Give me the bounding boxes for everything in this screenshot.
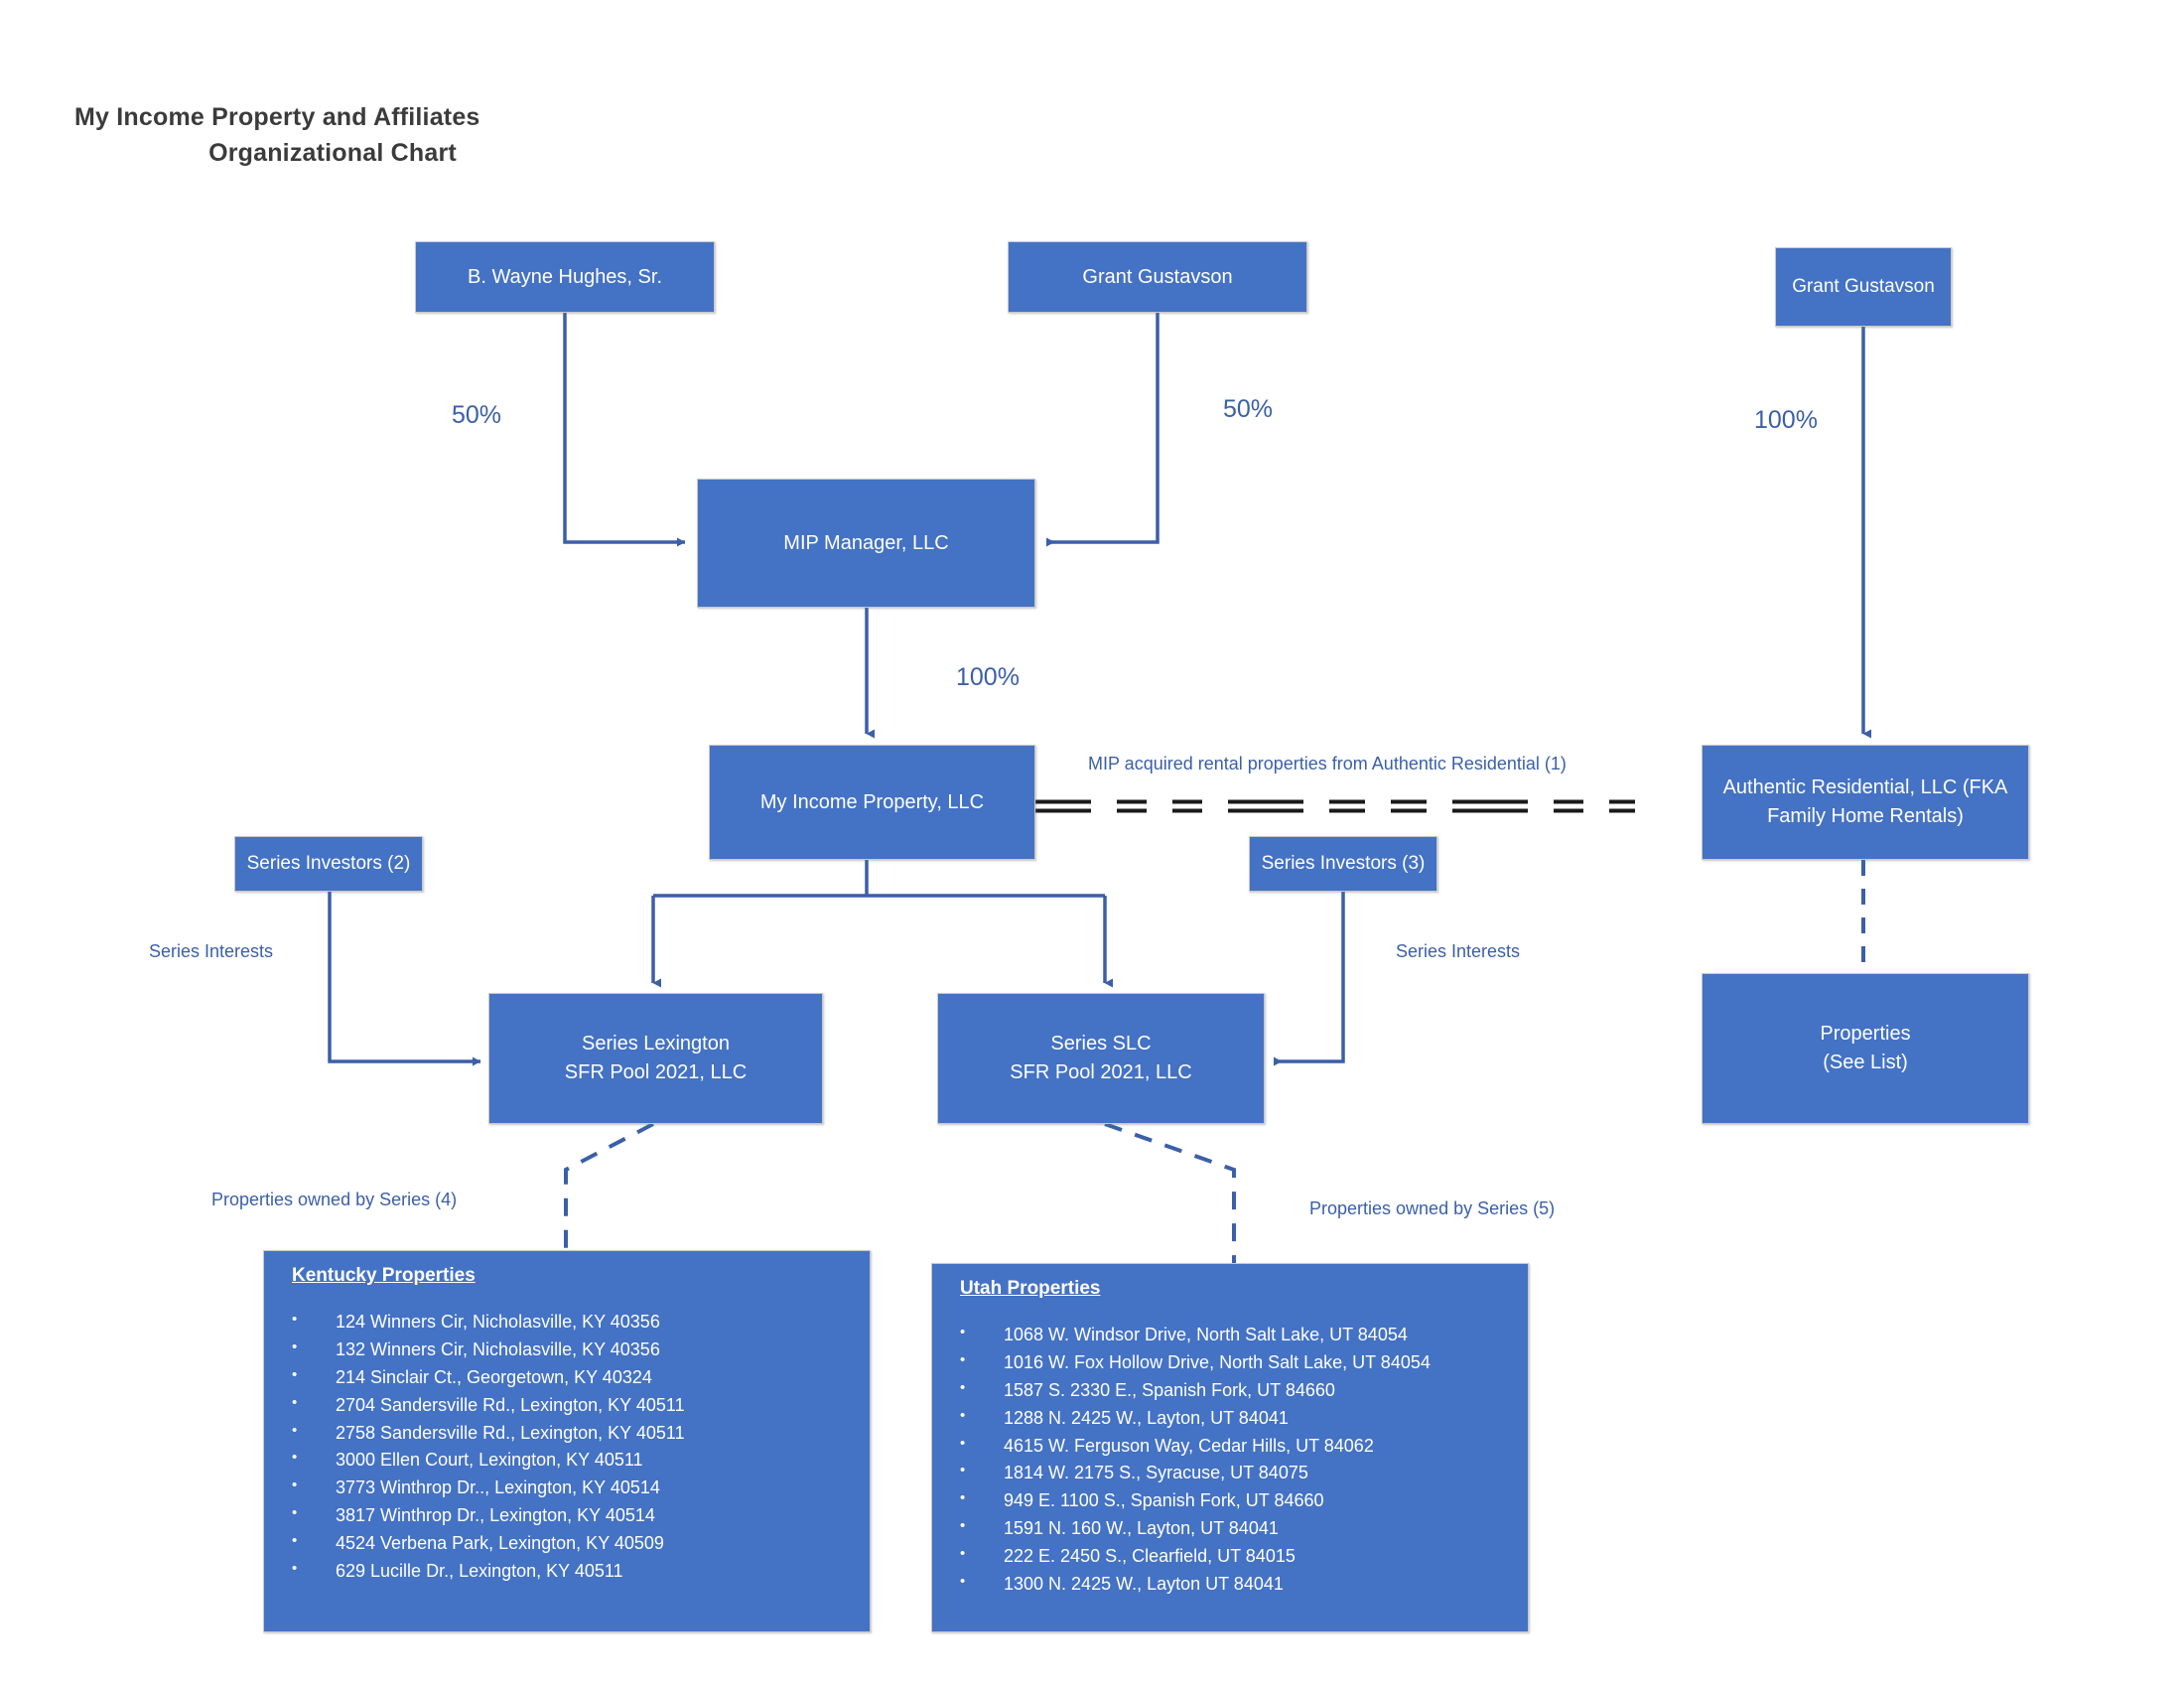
edge-label-100-percent-right: 100% <box>1754 406 1818 434</box>
node-label-line-2: Family Home Rentals) <box>1767 805 1964 827</box>
node-label-line-1: Properties <box>1820 1023 1911 1045</box>
node-label-line-1: Series SLC <box>1050 1033 1152 1055</box>
page-title-line-2: Organizational Chart <box>208 139 457 168</box>
node-properties-see-list[interactable]: Properties (See List) <box>1702 973 2029 1124</box>
list-item: 1587 S. 2330 E., Spanish Fork, UT 84660 <box>946 1376 1518 1405</box>
edge-label-series-interests-right: Series Interests <box>1396 941 1521 961</box>
edge-investors2-to-series-lexington <box>328 892 481 1066</box>
edge-gustavson-to-mip-manager <box>1046 312 1160 547</box>
node-label: My Income Property, LLC <box>759 790 985 813</box>
list-item: 3773 Winthrop Dr.., Lexington, KY 40514 <box>278 1474 860 1502</box>
list-item: 132 Winners Cir, Nicholasville, KY 40356 <box>278 1336 860 1364</box>
node-grant-gustavson-left[interactable]: Grant Gustavson <box>1008 241 1307 313</box>
list-item: 124 Winners Cir, Nicholasville, KY 40356 <box>278 1308 860 1336</box>
node-label-line-2: SFR Pool 2021, LLC <box>1010 1061 1192 1083</box>
panel-heading: Utah Properties <box>960 1278 1101 1299</box>
node-label-line-2: (See List) <box>1823 1052 1908 1073</box>
list-item: 1300 N. 2425 W., Layton UT 84041 <box>946 1570 1518 1599</box>
edge-series-lexington-to-kentucky-list <box>564 1122 654 1261</box>
list-item: 4615 W. Ferguson Way, Cedar Hills, UT 84… <box>946 1432 1518 1461</box>
node-series-investors-2[interactable]: Series Investors (2) <box>234 836 423 892</box>
node-label: B. Wayne Hughes, Sr. <box>467 265 662 288</box>
node-b-wayne-hughes-sr[interactable]: B. Wayne Hughes, Sr. <box>415 241 715 313</box>
list-item: 2704 Sandersville Rd., Lexington, KY 405… <box>278 1391 860 1420</box>
node-mip-manager-llc[interactable]: MIP Manager, LLC <box>697 479 1035 608</box>
edge-label-properties-owned-by-series-4: Properties owned by Series (4) <box>211 1190 458 1209</box>
page-title-line-1: My Income Property and Affiliates <box>74 103 480 131</box>
edge-label-100-percent-center: 100% <box>956 663 1020 691</box>
panel-heading: Kentucky Properties <box>292 1265 476 1286</box>
node-label-line-1: Authentic Residential, LLC (FKA <box>1722 776 2008 798</box>
edge-hughes-to-mip-manager <box>563 312 686 547</box>
node-label-line-2: SFR Pool 2021, LLC <box>564 1061 748 1083</box>
list-item: 214 Sinclair Ct., Georgetown, KY 40324 <box>278 1363 860 1392</box>
node-label: Grant Gustavson <box>1082 265 1233 288</box>
node-label: Series Investors (3) <box>1261 853 1426 875</box>
list-item: 1288 N. 2425 W., Layton, UT 84041 <box>946 1404 1518 1433</box>
edge-investors3-to-series-slc <box>1274 892 1345 1066</box>
list-item: 1068 W. Windsor Drive, North Salt Lake, … <box>946 1321 1518 1349</box>
node-series-investors-3[interactable]: Series Investors (3) <box>1249 836 1437 892</box>
list-item: 4524 Verbena Park, Lexington, KY 40509 <box>278 1529 860 1558</box>
node-authentic-residential-llc[interactable]: Authentic Residential, LLC (FKA Family H… <box>1702 745 2029 860</box>
list-item: 629 Lucille Dr., Lexington, KY 40511 <box>278 1557 860 1586</box>
utah-properties-list: 1068 W. Windsor Drive, North Salt Lake, … <box>946 1321 1518 1599</box>
panel-utah-properties: Utah Properties 1068 W. Windsor Drive, N… <box>931 1263 1529 1632</box>
node-series-slc-sfr-pool-2021-llc[interactable]: Series SLC SFR Pool 2021, LLC <box>937 993 1265 1124</box>
list-item: 1591 N. 160 W., Layton, UT 84041 <box>946 1514 1518 1543</box>
node-label: Series SLC SFR Pool 2021, LLC <box>1010 1030 1191 1087</box>
list-item: 3817 Winthrop Dr., Lexington, KY 40514 <box>278 1501 860 1530</box>
edge-label-acquisition-note: MIP acquired rental properties from Auth… <box>1088 754 1567 774</box>
edge-series-slc-to-utah-list <box>1104 1122 1236 1269</box>
edge-label-50-percent-right: 50% <box>1223 395 1274 423</box>
node-label-line-1: Series Lexington <box>582 1033 730 1055</box>
list-item: 3000 Ellen Court, Lexington, KY 40511 <box>278 1446 860 1475</box>
list-item: 1016 W. Fox Hollow Drive, North Salt Lak… <box>946 1348 1518 1377</box>
page-title: My Income Property and Affiliates Organi… <box>74 99 591 172</box>
panel-kentucky-properties: Kentucky Properties 124 Winners Cir, Nic… <box>263 1250 871 1632</box>
list-item: 2758 Sandersville Rd., Lexington, KY 405… <box>278 1419 860 1448</box>
list-item: 949 E. 1100 S., Spanish Fork, UT 84660 <box>946 1486 1518 1515</box>
node-label: Series Lexington SFR Pool 2021, LLC <box>565 1030 747 1087</box>
edge-label-50-percent-left: 50% <box>452 401 502 429</box>
node-series-lexington-sfr-pool-2021-llc[interactable]: Series Lexington SFR Pool 2021, LLC <box>488 993 823 1124</box>
node-label: Authentic Residential, LLC (FKA Family H… <box>1723 774 2008 831</box>
node-label: Grant Gustavson <box>1792 276 1935 298</box>
node-grant-gustavson-right[interactable]: Grant Gustavson <box>1775 247 1952 327</box>
kentucky-properties-list: 124 Winners Cir, Nicholasville, KY 40356… <box>278 1308 860 1586</box>
node-my-income-property-llc[interactable]: My Income Property, LLC <box>709 745 1035 860</box>
node-label: MIP Manager, LLC <box>783 531 949 554</box>
list-item: 222 E. 2450 S., Clearfield, UT 84015 <box>946 1542 1518 1571</box>
node-label: Series Investors (2) <box>246 853 411 875</box>
node-label: Properties (See List) <box>1820 1020 1910 1077</box>
list-item: 1814 W. 2175 S., Syracuse, UT 84075 <box>946 1459 1518 1487</box>
edge-label-series-interests-left: Series Interests <box>149 941 274 961</box>
edge-label-properties-owned-by-series-5: Properties owned by Series (5) <box>1309 1198 1556 1218</box>
